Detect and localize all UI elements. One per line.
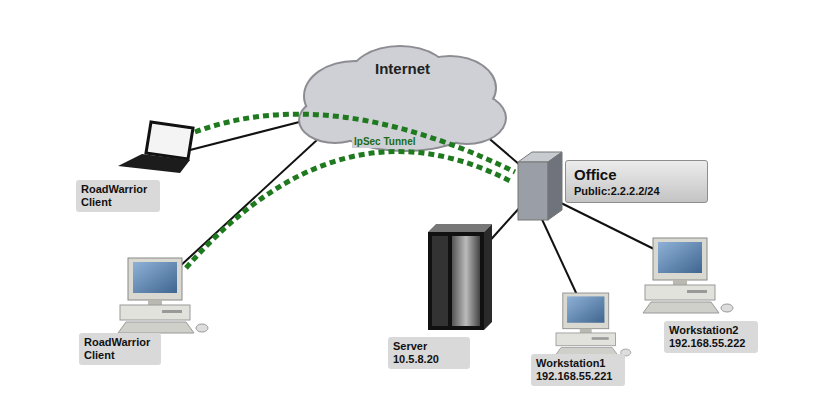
device-label-box: Workstation1192.168.55.221 [531, 354, 625, 386]
ip-address: 10.5.8.20 [393, 353, 465, 366]
tunnel-label: IpSec Tunnel [352, 136, 418, 148]
device-label-box: Workstation2192.168.55.222 [664, 321, 758, 353]
ipsec-tunnel [195, 114, 515, 172]
device-name: RoadWarrior Client [84, 336, 156, 362]
wire [178, 128, 330, 268]
device-name: Server [393, 340, 465, 353]
cloud-title: Internet [295, 60, 510, 77]
ipsec-tunnel [186, 152, 512, 268]
device-label-box: RoadWarrior Client [76, 180, 160, 212]
device-name: Workstation2 [669, 324, 753, 337]
ip-address: 192.168.55.221 [536, 370, 620, 383]
desktop-icon [643, 238, 733, 313]
wire [190, 118, 315, 150]
router-icon [518, 152, 562, 220]
wire [555, 200, 660, 252]
device-label-box: Server10.5.8.20 [388, 337, 470, 369]
device-name: RoadWarrior Client [81, 183, 155, 209]
laptop-icon [118, 122, 193, 173]
desktop-icon [118, 258, 208, 333]
wire [540, 215, 578, 297]
server-icon [428, 224, 492, 330]
site-label-box: OfficePublic:2.2.2.2/24 [565, 160, 708, 203]
desktop-icon [554, 293, 631, 357]
device-label-box: RoadWarrior Client [79, 333, 161, 365]
ip-address: 192.168.55.222 [669, 337, 753, 350]
device-name: Workstation1 [536, 357, 620, 370]
public-address: Public:2.2.2.2/24 [574, 184, 699, 198]
site-name: Office [574, 165, 699, 184]
